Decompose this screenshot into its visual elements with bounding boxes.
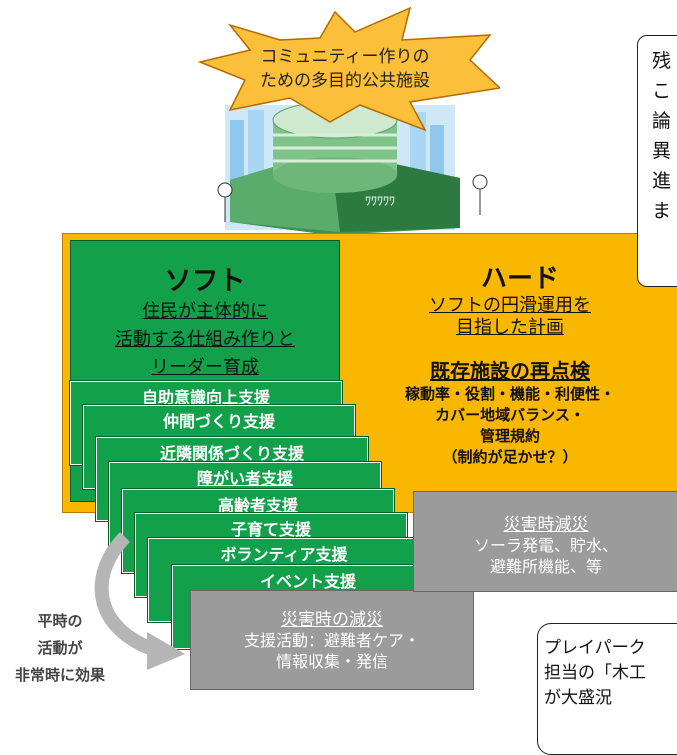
soft-card-1-label: 自助意識向上支援 <box>141 388 270 407</box>
top-callout-line6: ま <box>652 200 672 222</box>
hard-section: ハード ソフトの円滑運用を 目指した計画 既存施設の再点検 稼動率・役割・機能・… <box>345 258 675 468</box>
svg-text:ﾜﾜﾜﾜﾜ: ﾜﾜﾜﾜﾜ <box>365 194 395 208</box>
hard-review-line3: 管理規約 <box>479 427 540 445</box>
disaster-hard-title: 災害時減災 <box>503 515 589 535</box>
hard-review-line1: 稼動率・役割・機能・利便性・ <box>404 385 615 403</box>
side-note: 平時の 活動が 非常時に効果 <box>0 608 120 689</box>
disaster-soft-line1: 支援活動：避難者ケア・ <box>243 631 420 650</box>
burst-line1: コミュニティー作りの <box>260 47 430 67</box>
facility-illustration: ﾜﾜﾜﾜﾜ <box>197 6 500 235</box>
soft-subtitle-3: リーダー育成 <box>151 357 259 378</box>
soft-card-8-label: イベント支援 <box>259 572 356 591</box>
soft-card-5-label: 高齢者支援 <box>217 496 298 515</box>
disaster-soft-box: 災害時の減災 支援活動：避難者ケア・ 情報収集・発信 <box>190 590 474 690</box>
burst-line2: ための多目的公共施設 <box>260 71 430 91</box>
burst-text: コミュニティー作りの ための多目的公共施設 <box>230 45 460 93</box>
bottom-callout-line1: プレイパーク <box>544 638 646 658</box>
hard-title: ハード <box>480 264 559 294</box>
disaster-hard-line2: 避難所機能、等 <box>489 557 602 576</box>
soft-card-2-label: 仲間づくり支援 <box>162 412 275 431</box>
soft-card-3-label: 近隣関係づくり支援 <box>159 444 304 463</box>
top-callout-line5: 進 <box>652 170 672 192</box>
hard-review-title: 既存施設の再点検 <box>430 359 590 383</box>
soft-title: ソフト <box>164 266 246 297</box>
side-note-line2: 活動が <box>37 639 83 657</box>
soft-card-6-label: 子育て支援 <box>230 520 311 539</box>
top-callout-line3: 論 <box>652 110 672 132</box>
hard-subtitle-1: ソフトの円滑運用を <box>429 295 591 316</box>
disaster-soft-line2: 情報収集・発信 <box>275 652 388 671</box>
top-callout-line1: 残 <box>652 50 672 72</box>
soft-subtitle-1: 住民が主体的に <box>142 301 268 322</box>
side-note-line1: 平時の <box>37 612 83 630</box>
bottom-callout-line3: が大盛況 <box>544 688 612 708</box>
disaster-soft-title: 災害時の減災 <box>281 610 383 630</box>
bottom-callout: プレイパーク 担当の「木工 が大盛況 <box>537 623 677 755</box>
disaster-hard-box: 災害時減災 ソーラ発電、貯水、 避難所機能、等 <box>413 491 677 592</box>
soft-card-7-label: ボランティア支援 <box>220 545 348 564</box>
curved-arrow-icon <box>94 532 185 670</box>
hard-subtitle-2: 目指した計画 <box>456 317 564 338</box>
hard-review-line4: （制約が足かせ？） <box>442 448 578 466</box>
side-note-line3: 非常時に効果 <box>14 666 105 684</box>
top-callout-line2: こ <box>652 80 672 102</box>
soft-card-4-label: 障がい者支援 <box>196 469 293 488</box>
top-callout: 残 こ 論 異 進 ま <box>637 35 677 287</box>
disaster-hard-line1: ソーラ発電、貯水、 <box>473 536 618 555</box>
bottom-callout-line2: 担当の「木工 <box>544 663 646 683</box>
soft-subtitle-2: 活動する仕組み作りと <box>115 329 295 350</box>
top-callout-line4: 異 <box>652 140 672 162</box>
hard-review-line2: カバー地域バランス・ <box>435 406 585 424</box>
